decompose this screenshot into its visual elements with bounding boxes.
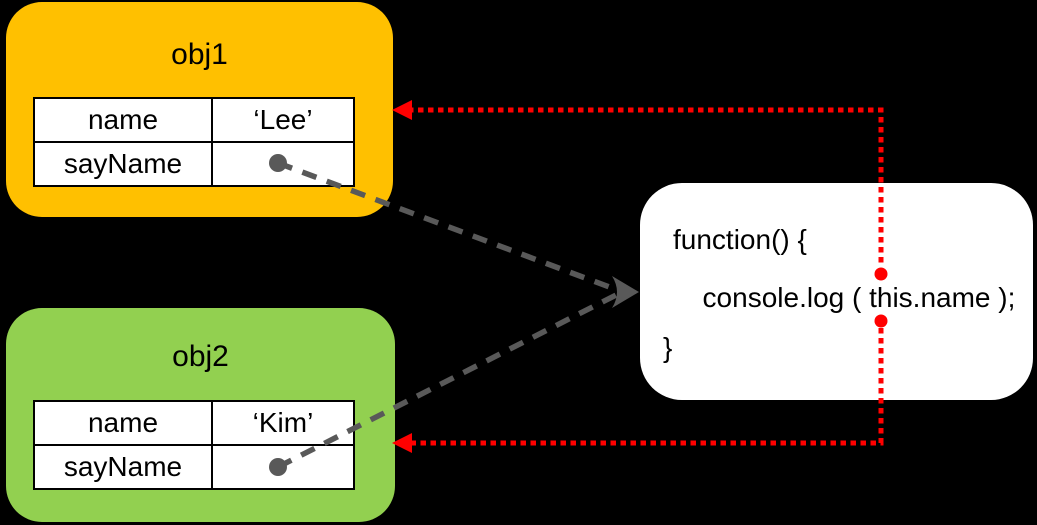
obj2-table: name ‘Kim’ sayName (33, 400, 355, 490)
table-row: name ‘Lee’ (33, 97, 355, 143)
obj1-name-value: ‘Lee’ (211, 97, 355, 143)
obj2-sayname-key: sayName (33, 444, 213, 490)
code-line-function-close: } (663, 332, 673, 363)
function-box: function() { console.log ( this.name ); … (640, 183, 1033, 400)
obj1-title: obj1 (171, 38, 228, 71)
obj1-name-key: name (33, 97, 213, 143)
this-binding-dot-bottom-icon (874, 314, 888, 328)
table-row: sayName (33, 141, 355, 187)
this-to-obj2-dotted-line (408, 328, 884, 446)
red-arrowhead-obj1-icon (392, 100, 412, 120)
code-line-function-open: function() { (673, 224, 807, 255)
this-to-obj1-dotted-line (408, 107, 884, 266)
obj1-box: obj1 name ‘Lee’ sayName (6, 2, 393, 217)
this-binding-dot-top-icon (874, 267, 888, 281)
obj2-title: obj2 (172, 340, 229, 373)
obj1-sayname-dashed-arrow (277, 160, 621, 294)
table-row: name ‘Kim’ (33, 400, 355, 446)
code-line-console-log: console.log ( this.name ); (687, 282, 1016, 313)
obj2-box: obj2 name ‘Kim’ sayName (6, 308, 395, 522)
obj2-sayname-pointer-dot-icon (269, 458, 287, 476)
obj1-table: name ‘Lee’ sayName (33, 97, 355, 187)
obj1-sayname-key: sayName (33, 141, 213, 187)
red-arrowhead-obj2-icon (392, 433, 412, 453)
obj1-sayname-pointer-dot-icon (269, 154, 287, 172)
obj2-name-key: name (33, 400, 213, 446)
obj2-sayname-dashed-arrow (276, 290, 622, 470)
gray-arrowhead-icon (612, 276, 639, 308)
